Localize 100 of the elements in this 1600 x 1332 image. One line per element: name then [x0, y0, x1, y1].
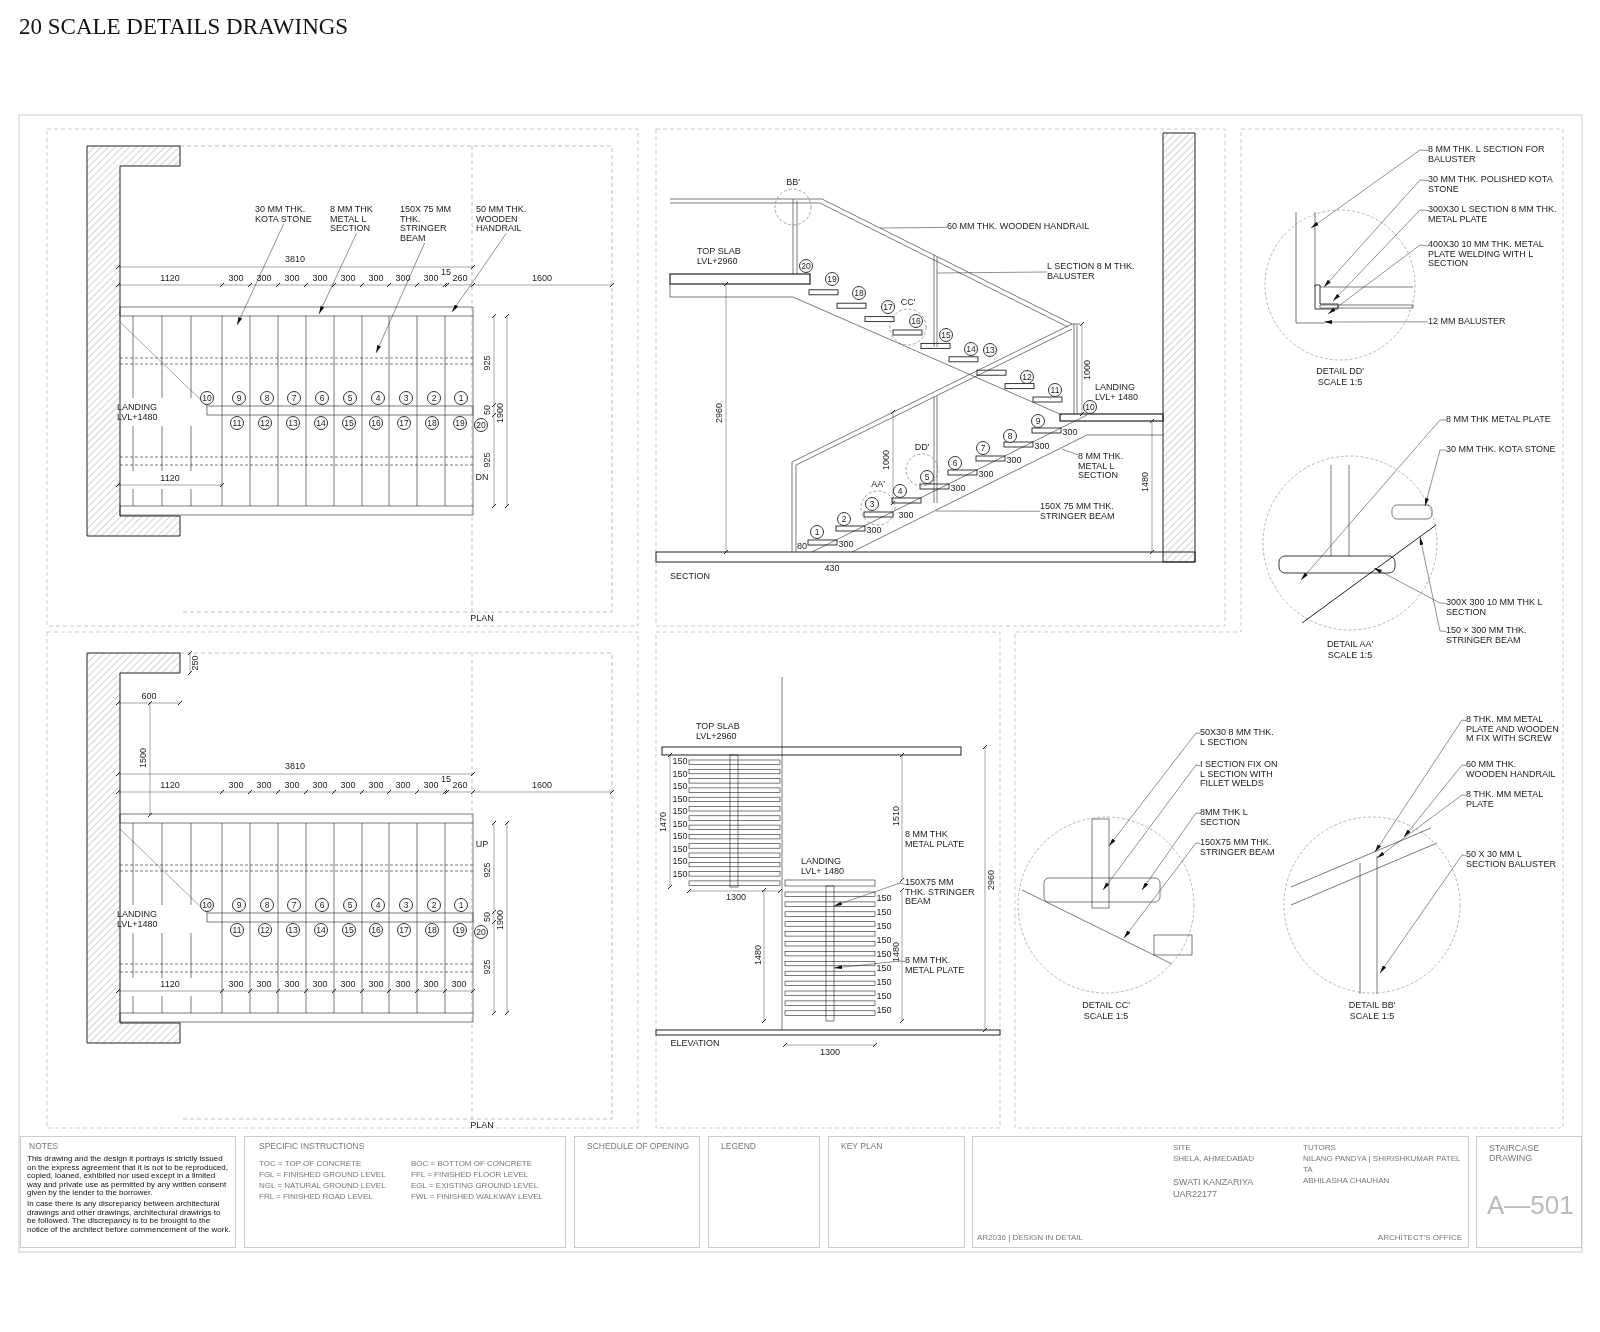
section-marker-label: AA' [870, 479, 886, 489]
level-text: TOP SLAB LVL+2960 [696, 721, 741, 741]
callout-text: 8 MM THK. METAL PLATE [905, 956, 975, 975]
leader-line [879, 227, 948, 229]
dimension-text: 150 [672, 869, 688, 880]
step-number-bubble: 5 [343, 391, 357, 405]
step-number-bubble: 3 [399, 391, 413, 405]
dimension-text: 1500 [139, 748, 149, 768]
step-number-bubble: 4 [371, 898, 385, 912]
dimension-text: 260 [452, 781, 468, 791]
step-number-bubble: 7 [976, 441, 990, 455]
step-number-bubble: 5 [920, 470, 934, 484]
dimension-text: 1480 [754, 945, 764, 965]
step-number-bubble: 4 [371, 391, 385, 405]
step-number-bubble: 6 [948, 456, 962, 470]
title-block-text: ARCHITECT'S OFFICE [1377, 1233, 1462, 1242]
dimension-text: 300 [395, 274, 411, 284]
dimension-text: 300 [1034, 442, 1050, 452]
step-number-bubble: 4 [893, 484, 907, 498]
dimension-text: 925 [483, 355, 493, 371]
abbreviation-text: EGL = EXISTING GROUND LEVEL [411, 1181, 539, 1190]
callout-text: 8 MM THK METAL PLATE [1446, 415, 1551, 425]
title-block-cell [708, 1136, 820, 1248]
dimension-text: 150 [876, 936, 892, 946]
step-number-bubble: 9 [1031, 414, 1045, 428]
step-number-bubble: 16 [369, 923, 383, 937]
dimension-text: 50 [483, 912, 493, 922]
abbreviation-text: BOC = BOTTOM OF CONCRETE [411, 1159, 532, 1168]
dimension-text: 300 [368, 980, 384, 990]
dimension-text: 300 [368, 781, 384, 791]
step-number-bubble: 10 [1083, 400, 1097, 414]
dimension-text: 1120 [160, 274, 180, 284]
dimension-text: 925 [483, 452, 493, 468]
step-number-bubble: 19 [825, 272, 839, 286]
dimension-text: 300 [256, 781, 272, 791]
callout-text: 30 MM THK. KOTA STONE [1446, 445, 1556, 455]
step-number-bubble: 15 [342, 416, 356, 430]
dimension-text: 300 [284, 781, 300, 791]
step-number-bubble: 14 [314, 923, 328, 937]
title-block-text: SITE [1173, 1143, 1191, 1152]
step-number-bubble: 14 [314, 416, 328, 430]
view-title: PLAN [470, 614, 494, 624]
cell-heading: LEGEND [721, 1142, 756, 1152]
step-number-bubble: 18 [852, 286, 866, 300]
step-number-bubble: 9 [232, 391, 246, 405]
dimension-text: 150 [672, 782, 688, 792]
callout-text: 150X75 MM THK. STRINGER BEAM [905, 878, 975, 907]
leader-line [936, 271, 1048, 274]
dimension-text: 2960 [987, 870, 997, 890]
detail-title: DETAIL AA' [1326, 640, 1374, 650]
dimension-text: 925 [483, 959, 493, 975]
notes-text: This drawing and the design it portrays is strictly issued on the express agreement that it is not to be reproduced, copied, loaned, exhibited nor used except in a limited way and private use as permitted by any written consent given by the lender to the borrower. [27, 1155, 229, 1198]
title-block-text: TA [1303, 1165, 1313, 1174]
step-number-bubble: 20 [474, 925, 488, 939]
level-text: LANDING LVL+1480 [117, 402, 159, 422]
dimension-text: 300 [1006, 456, 1022, 466]
dimension-text: 150 [876, 1006, 892, 1016]
dimension-text: 300 [340, 274, 356, 284]
level-text: LANDING LVL+ 1480 [801, 856, 846, 876]
dimension-text: 300 [284, 274, 300, 284]
dimension-text: 1300 [820, 1048, 840, 1058]
dimension-text: 1510 [892, 806, 902, 826]
dimension-text: 300 [1062, 428, 1078, 438]
sheet-title: 20 SCALE DETAILS DRAWINGS [19, 14, 349, 40]
dimension-text: 150 [672, 857, 688, 867]
direction-text: DN [475, 473, 489, 483]
scale-text: SCALE 1:5 [1083, 1012, 1129, 1022]
step-number-bubble: 6 [315, 391, 329, 405]
step-number-bubble: 10 [200, 898, 214, 912]
step-number-bubble: 13 [286, 923, 300, 937]
callout-text: 300X30 L SECTION 8 MM THK. METAL PLATE [1428, 205, 1558, 224]
dimension-text: 1900 [496, 910, 506, 930]
dimension-text: 300 [898, 511, 914, 521]
cell-heading: SPECIFIC INSTRUCTIONS [259, 1142, 365, 1152]
callout-text: 150X 75 MM THK. STRINGER BEAM [1040, 502, 1140, 521]
dimension-text: 150 [876, 950, 892, 960]
dimension-text: 300 [340, 781, 356, 791]
step-number-bubble: 20 [474, 418, 488, 432]
scale-text: SCALE 1:5 [1349, 1012, 1395, 1022]
step-number-bubble: 17 [881, 300, 895, 314]
dimension-text: 300 [950, 484, 966, 494]
abbreviation-text: FRL = FINISHED ROAD LEVEL [259, 1192, 373, 1201]
step-number-bubble: 14 [964, 342, 978, 356]
scale-text: SCALE 1:5 [1317, 378, 1363, 388]
section-marker-label: DD' [913, 442, 931, 452]
step-number-bubble: 13 [286, 416, 300, 430]
dimension-text: 1300 [726, 893, 746, 903]
step-number-bubble: 16 [909, 314, 923, 328]
callout-text: 50 X 30 MM L SECTION BALUSTER [1466, 850, 1560, 869]
cell-heading: SCHEDULE OF OPENING [587, 1142, 690, 1152]
dimension-text: 300 [312, 781, 328, 791]
dimension-text: 150 [672, 807, 688, 817]
dimension-text: 150 [672, 832, 688, 842]
dimension-text: 15 [441, 775, 451, 785]
dimension-text: 50 [483, 405, 493, 415]
callout-text: 8 MM THK. METAL L SECTION [1078, 452, 1138, 481]
callout-text: 8 THK. MM METAL PLATE AND WOODEN M FIX WITH SCREW [1466, 715, 1560, 744]
leader-line [935, 510, 1041, 512]
callout-text: 150X 75 MM THK. STRINGER BEAM [400, 205, 466, 243]
title-block-text: NILANG PANDYA | SHIRISHKUMAR PATEL [1303, 1154, 1461, 1163]
